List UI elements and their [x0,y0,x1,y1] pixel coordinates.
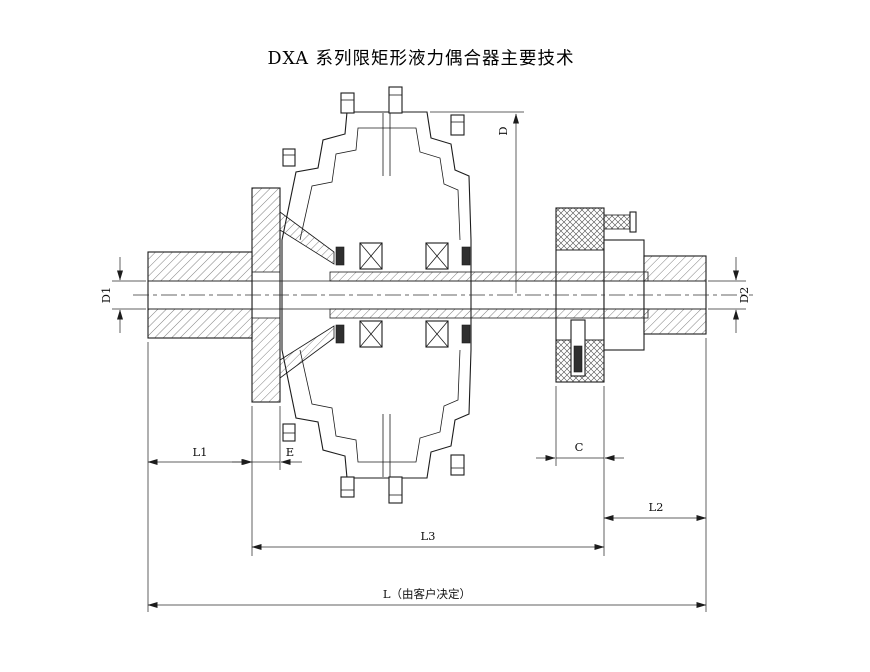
dim-label-e: E [286,445,294,459]
seal [461,324,471,344]
bolts [282,86,465,504]
dim-label-d: D [496,126,510,135]
bolt [388,476,403,504]
dim-label-l3: L3 [421,529,436,543]
drawing-title: DXA 系列限矩形液力偶合器主要技术 [267,49,574,69]
hollow-shaft-wall-bottom [329,308,649,319]
seal [335,246,345,266]
bolt [282,423,296,442]
bolt [340,92,355,114]
seal [461,246,471,266]
bearing [425,242,449,270]
dim-label-d2: D2 [737,287,751,304]
bearing [359,320,383,348]
coupling-body [281,111,472,479]
bearing [359,242,383,270]
dim-label-l2: L2 [649,500,664,514]
bolt [450,454,465,476]
stud-bolt [603,214,631,230]
dimension-annotations: D D1 D2 L1 E C L2 [99,111,751,612]
bolt [282,148,296,167]
hollow-shaft-wall-top [329,271,649,282]
dim-label-l1: L1 [193,445,208,459]
inner-mechanism [148,242,706,348]
bolt [340,476,355,498]
bolt [450,114,465,136]
dim-label-l: L（由客户决定） [383,587,471,601]
dim-label-c: C [575,440,584,454]
dim-label-d1: D1 [99,287,113,304]
seal [335,324,345,344]
bolt [388,86,403,114]
bearing [425,320,449,348]
